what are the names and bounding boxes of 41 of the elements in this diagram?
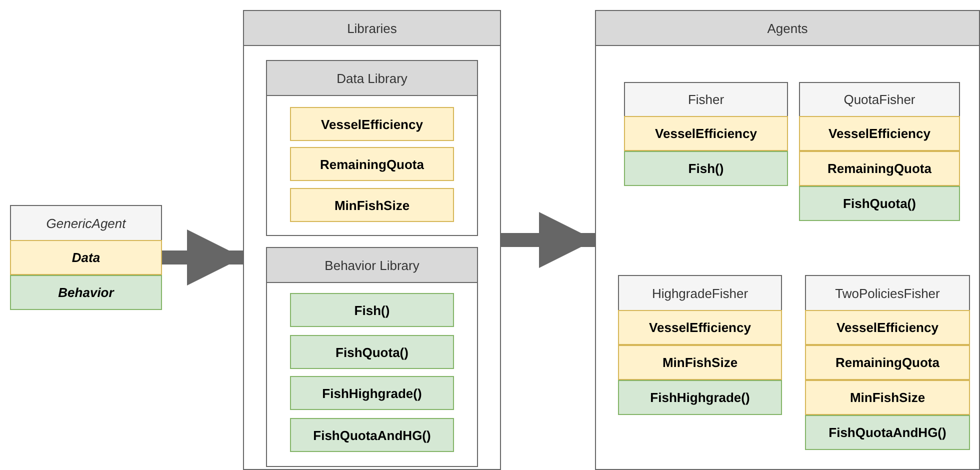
header-title: QuotaFisher (800, 83, 959, 117)
field-row: VesselEfficiency (799, 116, 960, 151)
header-title: GenericAgent (11, 206, 161, 241)
field-row: Data (10, 240, 162, 275)
field-row: MinFishSize (290, 188, 454, 222)
field-row: RemainingQuota (799, 151, 960, 186)
class-box (624, 82, 788, 186)
header-title: HighgradeFisher (619, 276, 781, 311)
arrow (501, 212, 595, 268)
library-panel (266, 247, 478, 467)
header-title: Libraries (244, 11, 500, 46)
header-title: Behavior Library (267, 248, 477, 283)
method-row: Fish() (624, 151, 788, 186)
method-row: Fish() (290, 293, 454, 327)
library-panel (266, 60, 478, 236)
header-title: Fisher (625, 83, 787, 117)
class-box (799, 82, 960, 221)
method-row: FishHighgrade() (290, 376, 454, 410)
container-panel (243, 10, 501, 470)
field-row: VesselEfficiency (624, 116, 788, 151)
class-box (805, 275, 970, 450)
header-title: TwoPoliciesFisher (806, 276, 969, 311)
field-row: VesselEfficiency (290, 107, 454, 141)
container-panel (595, 10, 980, 470)
class-box (618, 275, 782, 415)
method-row: FishQuotaAndHG() (805, 415, 970, 450)
method-row: FishQuota() (799, 186, 960, 221)
header-title: Agents (596, 11, 979, 46)
method-row: FishQuota() (290, 335, 454, 369)
header-title: Data Library (267, 61, 477, 96)
field-row: VesselEfficiency (805, 310, 970, 345)
class-box (10, 205, 162, 310)
method-row: Behavior (10, 275, 162, 310)
field-row: VesselEfficiency (618, 310, 782, 345)
field-row: MinFishSize (618, 345, 782, 380)
field-row: RemainingQuota (290, 147, 454, 181)
method-row: FishQuotaAndHG() (290, 418, 454, 452)
arrow (162, 230, 243, 286)
method-row: FishHighgrade() (618, 380, 782, 415)
field-row: MinFishSize (805, 380, 970, 415)
field-row: RemainingQuota (805, 345, 970, 380)
